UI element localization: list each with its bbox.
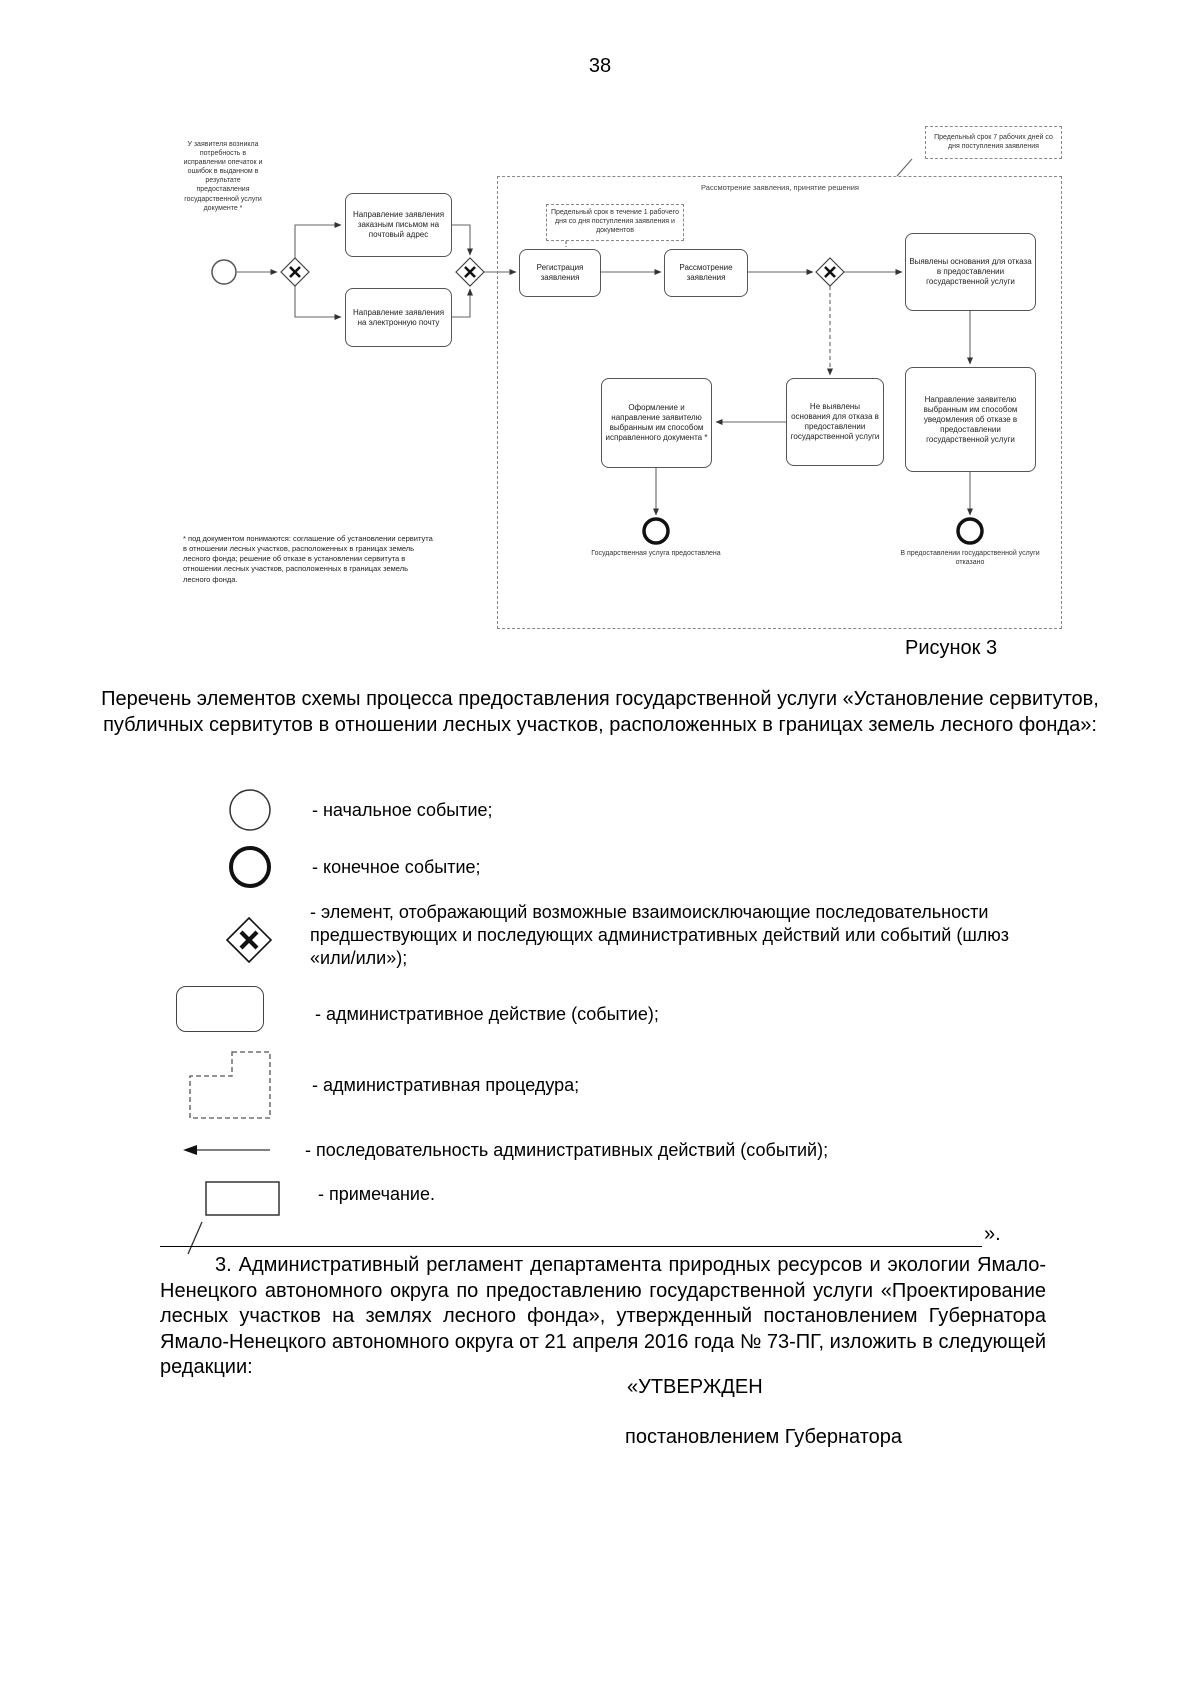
task-send-email: Направление заявления на электронную поч… xyxy=(345,288,452,347)
legend-item-label: - административная процедура; xyxy=(312,1075,580,1095)
process-container-label: Рассмотрение заявления, принятие решения xyxy=(701,183,859,192)
task-notify-refusal: Направление заявителю выбранным им спосо… xyxy=(905,367,1036,472)
task-grounds-not-found: Не выявлены основания для отказа в предо… xyxy=(786,378,884,466)
end-event-provided-label: Государственная услуга предоставлена xyxy=(591,550,721,557)
diagram-footnote: * под документом понимаются: соглашение … xyxy=(183,534,433,584)
page-number: 38 xyxy=(588,55,612,77)
flow-gw1-to-mail xyxy=(294,222,342,258)
deadline-note-1day: Предельный срок в течение 1 рабочего дня… xyxy=(546,204,684,241)
task-send-mail: Направление заявления заказным письмом н… xyxy=(345,193,452,257)
note-callout-line xyxy=(896,158,913,177)
end-event-refused-icon xyxy=(956,517,984,545)
legend-note-icon xyxy=(187,1181,280,1255)
task-grounds-found: Выявлены основания для отказа в предоста… xyxy=(905,233,1036,311)
figure-caption: Рисунок 3 xyxy=(905,637,998,659)
legend-procedure-icon xyxy=(189,1051,271,1119)
legend-end-event-icon xyxy=(229,846,271,888)
gateway-2-icon xyxy=(455,257,485,287)
deadline-note-7days: Предельный срок 7 рабочих дней со дня по… xyxy=(925,126,1062,159)
legend-item-label: - последовательность административных де… xyxy=(305,1140,829,1160)
legend-item-label: - начальное событие; xyxy=(312,800,493,820)
diagram-connectors xyxy=(211,158,984,545)
legend-sequence-arrow-icon xyxy=(183,1145,270,1155)
flow-email-to-gw2 xyxy=(452,288,473,318)
legend-intro: Перечень элементов схемы процесса предос… xyxy=(101,688,1099,736)
approved-line: «УТВЕРЖДЕН xyxy=(627,1376,763,1398)
task-review: Рассмотрение заявления xyxy=(664,249,748,297)
start-event-icon xyxy=(211,259,237,285)
paragraph-3: 3. Административный регламент департамен… xyxy=(160,1254,1046,1378)
flow-mail-to-gw2 xyxy=(452,224,473,256)
end-event-refused-label: В предоставлении государственной услуги … xyxy=(900,550,1040,567)
gateway-3-icon xyxy=(815,257,845,287)
closing-quote: ». xyxy=(984,1223,1001,1245)
legend-item-label: - административное действие (событие); xyxy=(315,1004,659,1024)
process-container xyxy=(497,176,1062,629)
process-diagram: Рассмотрение заявления, принятие решения… xyxy=(0,115,1200,660)
blank-underline xyxy=(160,1246,982,1247)
decree-line: постановлением Губернатора xyxy=(625,1426,903,1448)
flow-gw1-to-email xyxy=(294,286,342,320)
task-registration: Регистрация заявления xyxy=(519,249,601,297)
legend-item-label: - элемент, отображающий возможные взаимо… xyxy=(310,902,1010,968)
gateway-1-icon xyxy=(280,257,310,287)
task-send-corrected: Оформление и направление заявителю выбра… xyxy=(601,378,712,468)
legend-item-label: - конечное событие; xyxy=(312,857,481,877)
legend-gateway-icon xyxy=(225,916,273,964)
legend-item-label: - примечание. xyxy=(318,1184,435,1204)
end-event-provided-icon xyxy=(642,517,670,545)
legend-action-icon xyxy=(176,986,264,1032)
flow-start-note: У заявителя возникла потребность в испра… xyxy=(183,141,263,212)
legend-start-event-icon xyxy=(229,789,271,831)
